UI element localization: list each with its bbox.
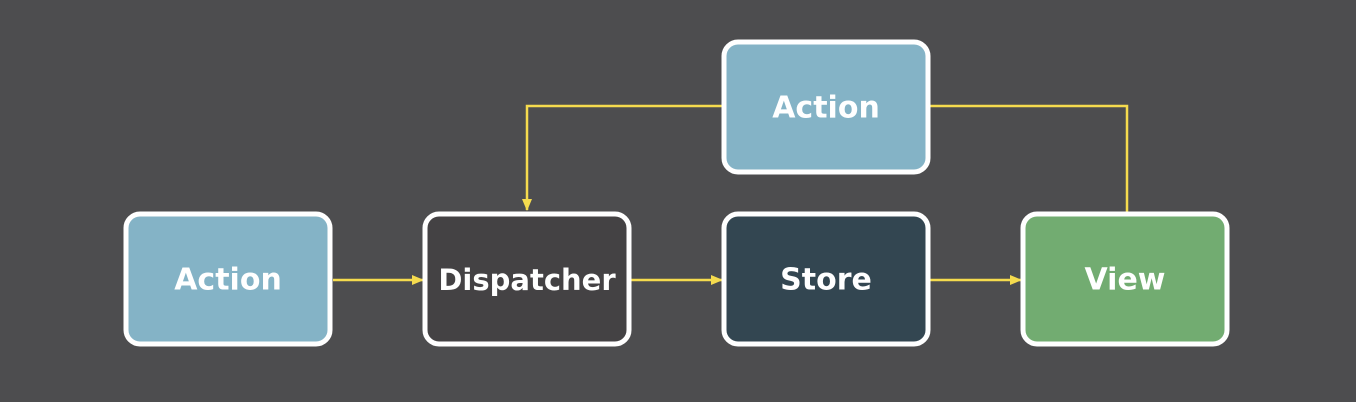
store-label: Store: [780, 263, 872, 298]
node-dispatcher: Dispatcher: [422, 211, 632, 347]
node-action-top: Action: [721, 39, 931, 175]
action-label: Action: [174, 263, 282, 298]
dispatcher-label: Dispatcher: [438, 263, 616, 297]
dispatcher-box: [422, 211, 632, 347]
view-box: [1020, 211, 1230, 347]
node-store: Store: [721, 211, 931, 347]
view-label: View: [1084, 263, 1165, 298]
edges: [333, 104, 1129, 285]
node-view: View: [1020, 211, 1230, 347]
action-top-box: [721, 39, 931, 175]
node-action-main: Action: [123, 211, 333, 347]
action-box: [123, 211, 333, 347]
arrow-top-action-to-dispatcher: [522, 104, 723, 211]
action-top-label: Action: [772, 91, 880, 126]
line-view-to-top-action: [930, 104, 1129, 212]
store-box: [721, 211, 931, 347]
